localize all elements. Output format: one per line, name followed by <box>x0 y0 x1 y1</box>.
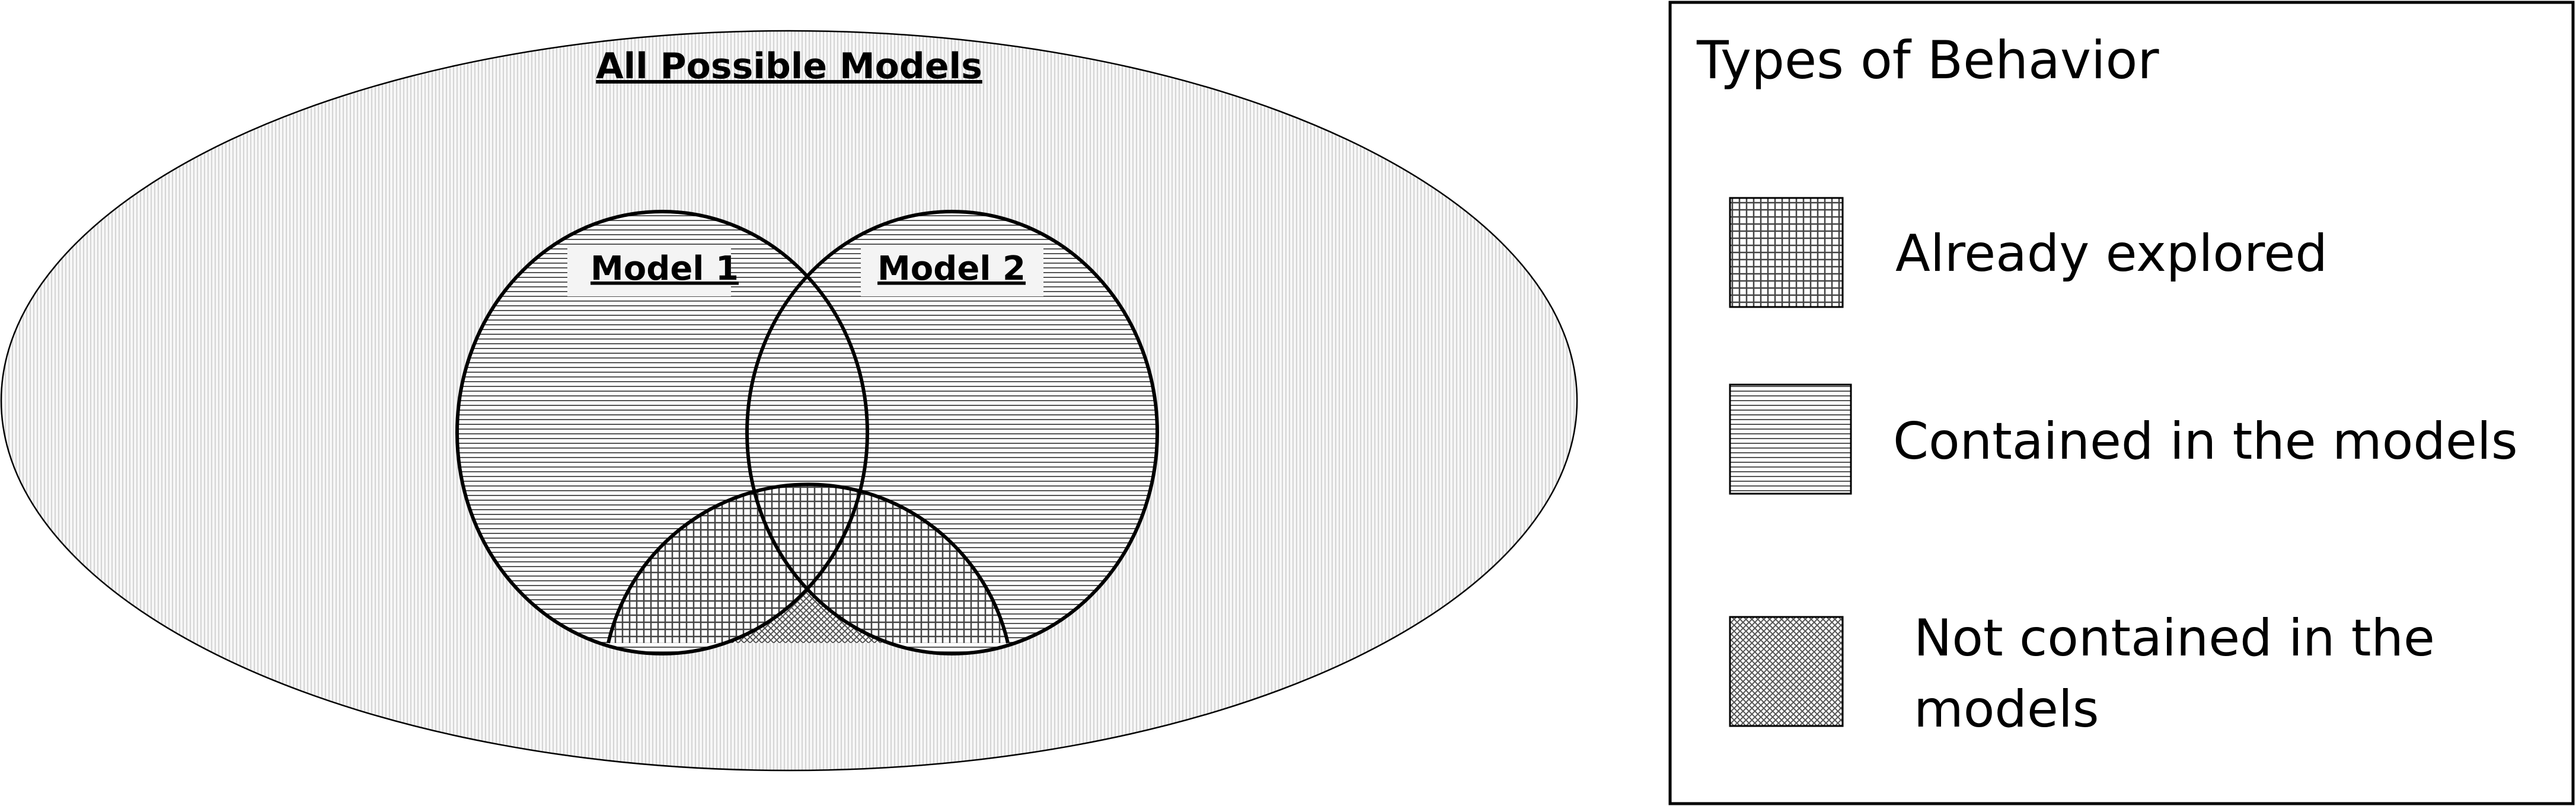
legend-label-not-contained-line1: Not contained in the <box>1914 609 2435 668</box>
legend-swatch-explored <box>1729 197 1844 308</box>
model-1-label-bg <box>567 245 731 296</box>
explored-arc-outline <box>607 482 1010 644</box>
model-1-label: Model 1 <box>590 250 739 288</box>
model-2-outline <box>745 210 1159 655</box>
legend-label-contained: Contained in the models <box>1893 412 2518 471</box>
universe-label: All Possible Models <box>596 46 982 87</box>
legend-label-explored: Already explored <box>1895 224 2328 283</box>
legend-swatch-not-contained <box>1729 616 1844 727</box>
legend-label-not-contained-line2: models <box>1914 680 2099 739</box>
legend-title: Types of Behavior <box>1696 30 2159 91</box>
model-2-label: Model 2 <box>877 250 1026 288</box>
model-2-label-bg <box>861 245 1043 296</box>
legend-swatch-contained <box>1729 383 1852 495</box>
model-1-outline <box>455 210 869 655</box>
